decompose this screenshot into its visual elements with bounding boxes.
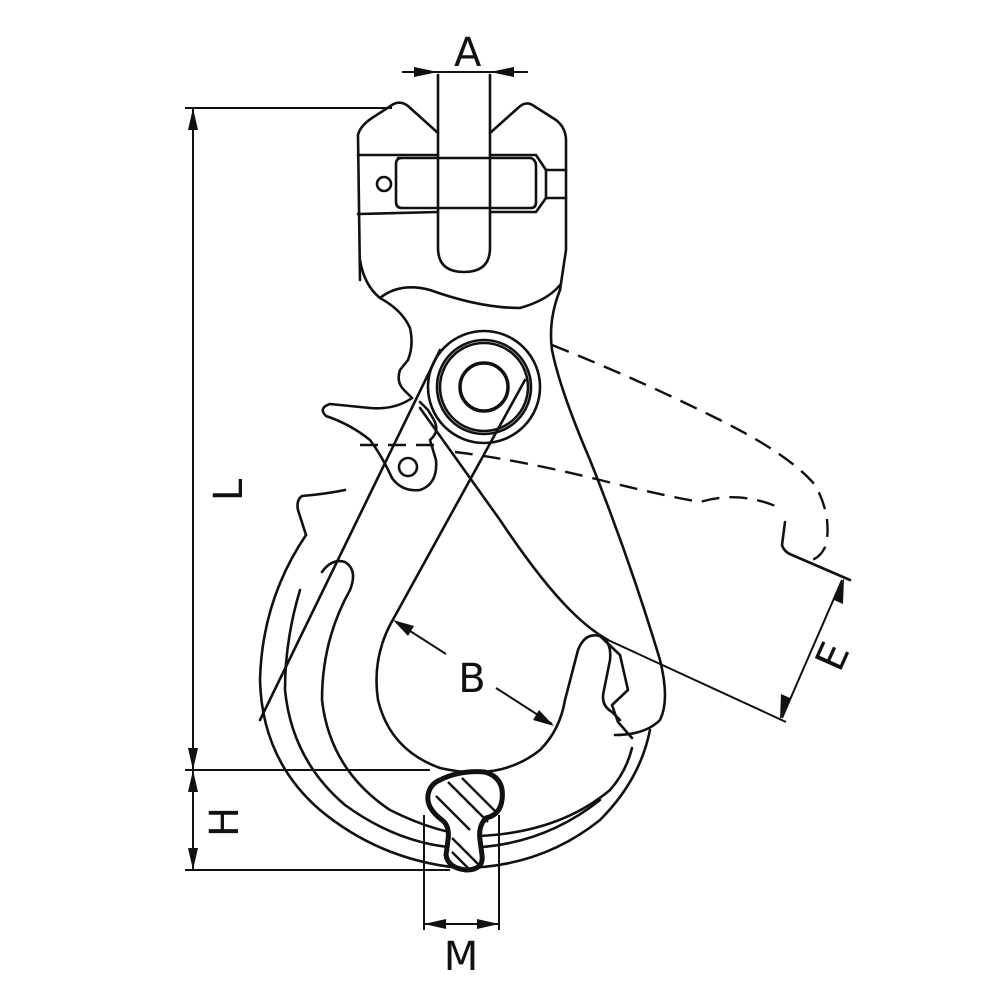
- label-e: E: [807, 636, 859, 678]
- hook-body: [258, 288, 667, 870]
- latch-open-outline-bottom: [360, 443, 781, 510]
- dimension-b: B: [393, 620, 554, 726]
- swivel-boss-ring: [435, 338, 533, 436]
- dimension-l: L: [185, 107, 392, 770]
- tip-interlock: [598, 634, 634, 740]
- latch-open-outline-top: [551, 343, 829, 564]
- latch-open-position: [360, 343, 852, 582]
- clevis-pin: [394, 156, 538, 210]
- dimension-m: M: [423, 815, 500, 980]
- label-b: B: [458, 656, 485, 702]
- trigger-notch: [378, 296, 414, 400]
- label-a: A: [454, 30, 482, 76]
- latch-open-tip: [780, 520, 852, 582]
- latch-tab: [296, 488, 347, 537]
- pin-hole-icon: [375, 175, 393, 193]
- hook-bowl-outer: [258, 533, 652, 870]
- dimension-h: H: [185, 769, 450, 871]
- label-h: H: [202, 807, 248, 837]
- bowl-section: [425, 769, 505, 873]
- latch-pivot-icon: [397, 456, 419, 478]
- throat-edge-left: [258, 348, 442, 722]
- dimension-a: A: [402, 30, 528, 77]
- hook-bowl-groove-inner: [320, 559, 634, 838]
- pin-band: [356, 153, 548, 216]
- label-m: M: [444, 934, 479, 980]
- head-neck: [358, 258, 562, 310]
- swivel-boss-outer: [426, 329, 542, 445]
- clevis-slot: [436, 73, 492, 274]
- label-l: L: [206, 478, 252, 501]
- clevis-head: [356, 73, 568, 310]
- swivel-boss-ring-inner: [438, 341, 530, 433]
- clevis-outline: [356, 101, 568, 292]
- pin-end: [544, 168, 568, 200]
- hook-spine-right: [549, 288, 667, 737]
- hook-bowl-groove-outer: [283, 588, 602, 850]
- hook-throat-inner: [375, 623, 622, 774]
- throat-edge-inner: [388, 378, 527, 627]
- latch-edge: [418, 406, 610, 642]
- section-profile: [425, 769, 505, 873]
- dimension-e: E: [607, 578, 859, 723]
- swivel-pin-icon: [458, 361, 510, 413]
